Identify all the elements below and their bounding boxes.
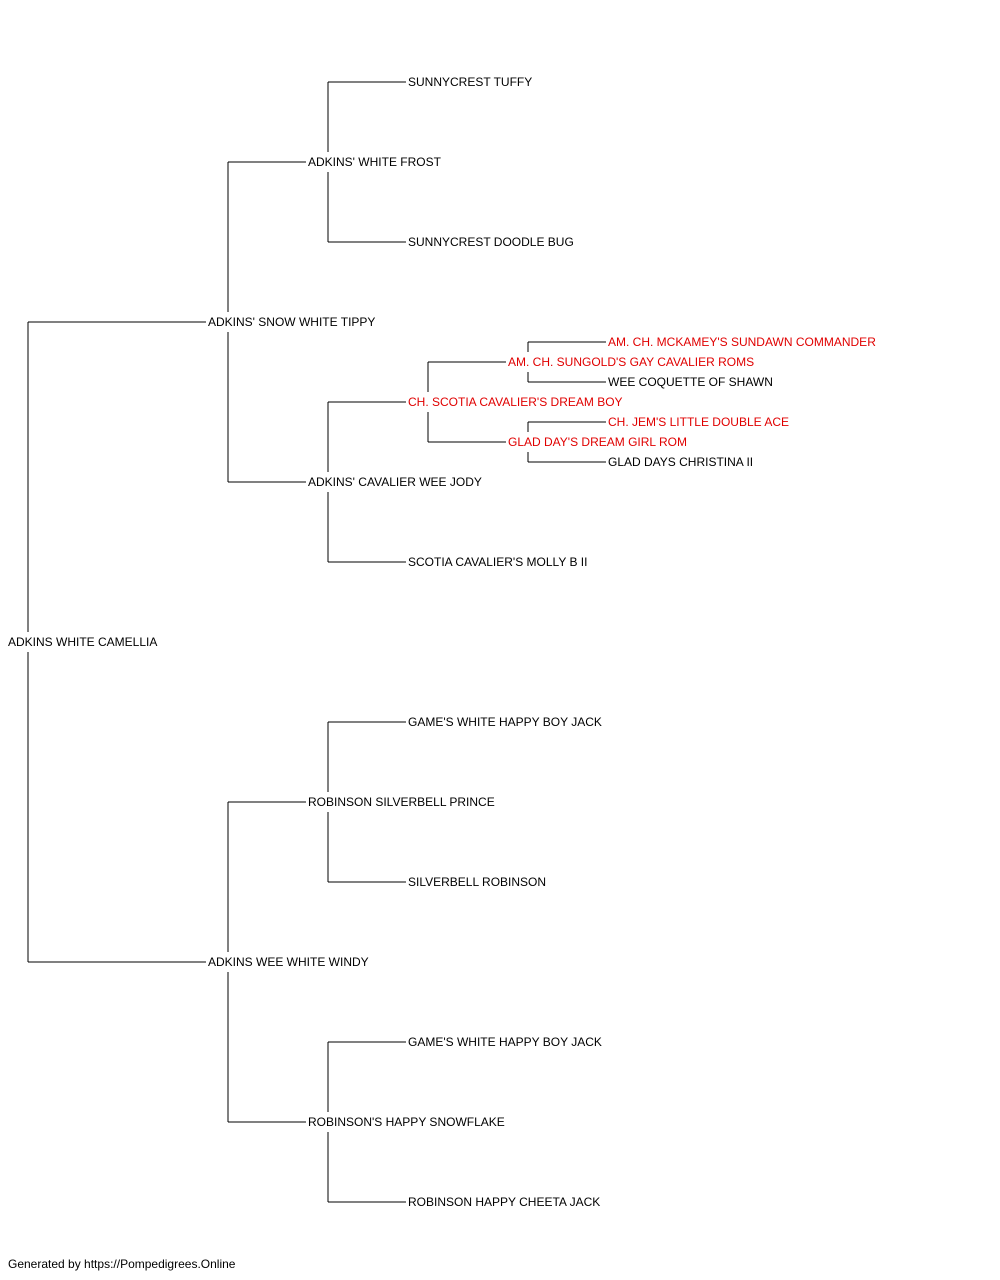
dog-name[interactable]: SILVERBELL ROBINSON <box>408 875 546 889</box>
dog-name[interactable]: ADKINS' CAVALIER WEE JODY <box>308 475 482 489</box>
dog-name[interactable]: ROBINSON SILVERBELL PRINCE <box>308 795 495 809</box>
dog-name[interactable]: CH. JEM'S LITTLE DOUBLE ACE <box>608 415 789 429</box>
dog-name[interactable]: AM. CH. SUNGOLD'S GAY CAVALIER ROMS <box>508 355 754 369</box>
dog-name[interactable]: AM. CH. MCKAMEY'S SUNDAWN COMMANDER <box>608 335 876 349</box>
dog-name[interactable]: SUNNYCREST TUFFY <box>408 75 532 89</box>
dog-name[interactable]: SUNNYCREST DOODLE BUG <box>408 235 574 249</box>
footer-credit: Generated by https://Pompedigrees.Online <box>8 1257 236 1271</box>
dog-name[interactable]: CH. SCOTIA CAVALIER'S DREAM BOY <box>408 395 623 409</box>
dog-name[interactable]: GAME'S WHITE HAPPY BOY JACK <box>408 1035 602 1049</box>
dog-name[interactable]: ADKINS' SNOW WHITE TIPPY <box>208 315 375 329</box>
dog-name[interactable]: ROBINSON'S HAPPY SNOWFLAKE <box>308 1115 505 1129</box>
dog-name[interactable]: ADKINS' WHITE FROST <box>308 155 442 169</box>
dog-name[interactable]: GAME'S WHITE HAPPY BOY JACK <box>408 715 602 729</box>
dog-name[interactable]: WEE COQUETTE OF SHAWN <box>608 375 773 389</box>
dog-name[interactable]: ADKINS WEE WHITE WINDY <box>208 955 369 969</box>
dog-name[interactable]: SCOTIA CAVALIER'S MOLLY B II <box>408 555 587 569</box>
dog-name[interactable]: ROBINSON HAPPY CHEETA JACK <box>408 1195 600 1209</box>
dog-name[interactable]: ADKINS WHITE CAMELLIA <box>8 635 157 649</box>
dog-name[interactable]: GLAD DAYS CHRISTINA II <box>608 455 753 469</box>
dog-name[interactable]: GLAD DAY'S DREAM GIRL ROM <box>508 435 687 449</box>
